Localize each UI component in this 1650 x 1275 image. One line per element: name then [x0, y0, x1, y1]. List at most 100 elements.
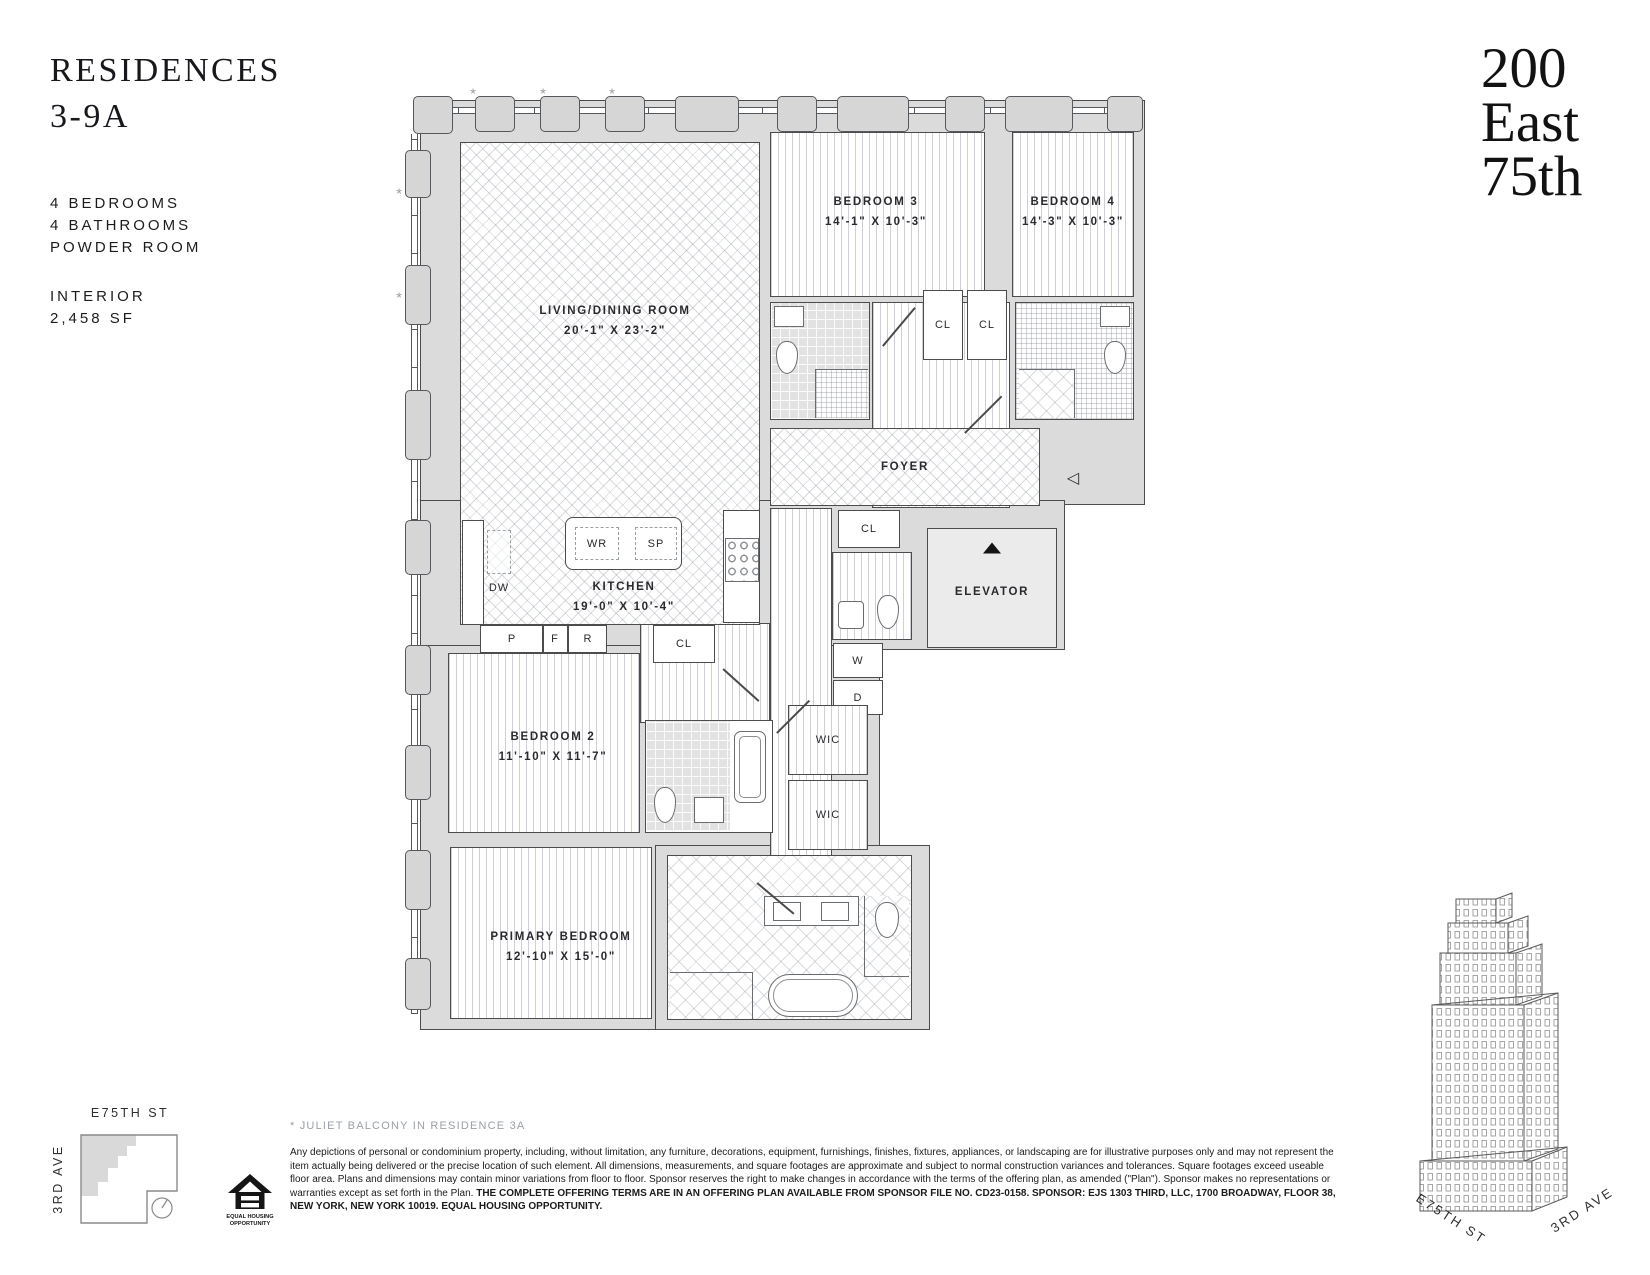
- logo-line1: 200: [1481, 37, 1567, 100]
- label-bedroom3: BEDROOM 3 14'-1" X 10'-3": [825, 192, 927, 232]
- feature-powder: POWDER ROOM: [50, 238, 202, 256]
- window-pier: [837, 96, 909, 132]
- label-living-dining: LIVING/DINING ROOM 20'-1" X 23'-2": [539, 301, 690, 341]
- toilet-fixture: [875, 902, 899, 938]
- tub-fixture: [734, 731, 766, 803]
- window-pier: [777, 96, 817, 132]
- label-wic: WIC: [815, 809, 841, 821]
- range-fixture: [725, 538, 759, 582]
- room-bedroom4: [1012, 132, 1134, 297]
- room-foyer: [770, 428, 1040, 506]
- disclaimer-bold: THE COMPLETE OFFERING TERMS ARE IN AN OF…: [290, 1187, 1336, 1213]
- label-refrigerator: R: [583, 633, 593, 645]
- room-primary-bedroom: [450, 847, 652, 1019]
- window-pier: [605, 96, 645, 132]
- room-bath2: [645, 720, 773, 833]
- sink-fixture: [774, 306, 804, 327]
- eho-equals-bar: [241, 1196, 259, 1201]
- room-dims: 11'-10" X 11'-7": [498, 751, 608, 763]
- window-pier: [945, 96, 985, 132]
- balcony-asterisk: *: [609, 85, 615, 103]
- room-name: LIVING/DINING ROOM: [539, 304, 691, 317]
- interior-area: INTERIOR 2,458 SF: [50, 286, 146, 330]
- label-cl: CL: [860, 523, 878, 535]
- shower: [815, 369, 868, 418]
- room-powder: [832, 552, 912, 640]
- sink-fixture: [821, 902, 849, 921]
- closet-cl-2: [967, 290, 1007, 360]
- window-pier: [675, 96, 739, 132]
- building-illustration: E75TH ST 3RD AVE: [1414, 892, 1616, 1245]
- room-dims: 14'-1" X 10'-3": [825, 216, 927, 228]
- keyplan-unit-shape: [81, 1135, 136, 1196]
- closet-wic-1: [788, 705, 868, 775]
- label-kitchen: KITCHEN 19'-0" X 10'-4": [573, 577, 675, 617]
- toilet-fixture: [654, 787, 676, 823]
- room-dims: 14'-3" X 10'-3": [1022, 216, 1124, 228]
- balcony-asterisk: *: [470, 85, 476, 103]
- window-pier: [1107, 96, 1143, 132]
- page-title: RESIDENCES 3-9A: [50, 48, 281, 140]
- window-pier: [475, 96, 515, 132]
- toilet-fixture: [877, 595, 899, 629]
- keyplan-outline: [80, 1134, 178, 1224]
- logo-line3: 75th: [1481, 145, 1583, 209]
- wine-refrigerator-box: [575, 527, 619, 560]
- window-pier: [405, 850, 431, 910]
- elevator-direction-icon: [983, 542, 1001, 554]
- eho-equals-bar: [241, 1203, 259, 1208]
- page-title-line1: RESIDENCES: [50, 52, 281, 89]
- pantry-fridge-row: [480, 625, 607, 653]
- window-pier: [413, 96, 453, 134]
- disclaimer-regular: Any depictions of personal or condominiu…: [290, 1147, 1334, 1199]
- room-name: BEDROOM 4: [1030, 195, 1116, 208]
- tub-inner: [739, 736, 761, 798]
- sink-fixture: [1100, 306, 1130, 327]
- label-wic: WIC: [815, 734, 841, 746]
- window-pier: [405, 958, 431, 1010]
- shower: [1019, 369, 1075, 418]
- room-bedroom2: [448, 653, 640, 833]
- floor-plan: * * * * *: [396, 86, 1150, 1035]
- balcony-asterisk: *: [540, 85, 546, 103]
- shower: [670, 972, 753, 1019]
- toilet-fixture: [776, 341, 798, 374]
- room-dims: 19'-0" X 10'-4": [573, 601, 675, 613]
- closet-cl-1: [923, 290, 963, 360]
- closet-cl-foyer: [838, 510, 900, 548]
- compass-needle: [161, 1199, 168, 1209]
- label-cl: CL: [675, 638, 693, 650]
- room-bath4: [1015, 302, 1134, 420]
- closet-wic-2: [788, 780, 868, 850]
- label-dishwasher: DW: [488, 582, 510, 594]
- eho-text-line1: EQUAL HOUSING: [226, 1214, 273, 1220]
- room-dims: 12'-10" X 15'-0": [505, 951, 617, 963]
- window-pier: [405, 265, 431, 325]
- label-dryer: D: [853, 692, 863, 704]
- window-pier: [405, 745, 431, 800]
- closet-cl-kitchen: [653, 625, 715, 663]
- room-bedroom3: [770, 132, 985, 297]
- toilet-fixture: [1104, 341, 1126, 374]
- keyplan-street-left: 3RD AVE: [51, 1144, 65, 1214]
- page-title-line2: 3-9A: [50, 97, 130, 135]
- balcony-asterisk: *: [396, 185, 402, 203]
- label-primary-bedroom: PRIMARY BEDROOM 12'-10" X 15'-0": [490, 927, 631, 967]
- kitchen-counter-left: [462, 520, 484, 625]
- label-cl: CL: [934, 319, 952, 331]
- label-elevator: ELEVATOR: [954, 585, 1030, 598]
- balcony-footnote: * JULIET BALCONY IN RESIDENCE 3A: [290, 1120, 526, 1132]
- label-washer: W: [852, 655, 864, 667]
- window-pier: [405, 645, 431, 695]
- washer-box: [833, 643, 883, 678]
- room-name: PRIMARY BEDROOM: [490, 930, 632, 943]
- speed-oven-box: [635, 527, 677, 560]
- room-name: KITCHEN: [592, 580, 656, 593]
- cabinet-divider: [567, 626, 569, 652]
- room-dims: 20'-1" X 23'-2": [564, 325, 666, 337]
- label-bedroom4: BEDROOM 4 14'-3" X 10'-3": [1022, 192, 1124, 232]
- window-pier: [1005, 96, 1073, 132]
- label-pantry: P: [507, 633, 517, 645]
- legal-disclaimer: Any depictions of personal or condominiu…: [290, 1146, 1338, 1214]
- sink-fixture: [838, 601, 864, 629]
